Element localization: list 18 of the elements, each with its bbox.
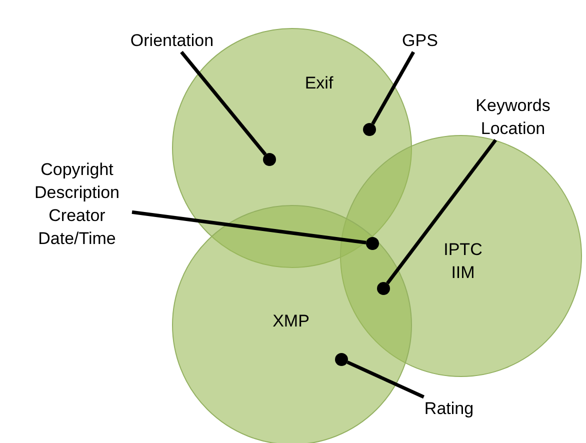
- leader-line: [132, 210, 366, 244]
- leader-line: [346, 360, 424, 399]
- leader-dot: [377, 282, 390, 295]
- leader-dot: [366, 237, 379, 250]
- callout-text: Orientation: [118, 29, 226, 52]
- leader-line: [386, 138, 498, 284]
- callout-text: Rating: [420, 397, 478, 420]
- circle-label: IPTC IIM: [442, 239, 484, 284]
- callout-text: Copyright Description Creator Date/Time: [22, 158, 132, 252]
- leader-line: [371, 51, 415, 125]
- leader-line: [180, 50, 267, 156]
- leader-dot: [335, 353, 348, 366]
- circle-label: Exif: [304, 72, 334, 94]
- callout-text: Keywords Location: [466, 94, 560, 140]
- leader-dot: [363, 123, 376, 136]
- leader-dot: [263, 153, 276, 166]
- circle-label: XMP: [272, 310, 310, 332]
- callout-text: GPS: [400, 29, 440, 52]
